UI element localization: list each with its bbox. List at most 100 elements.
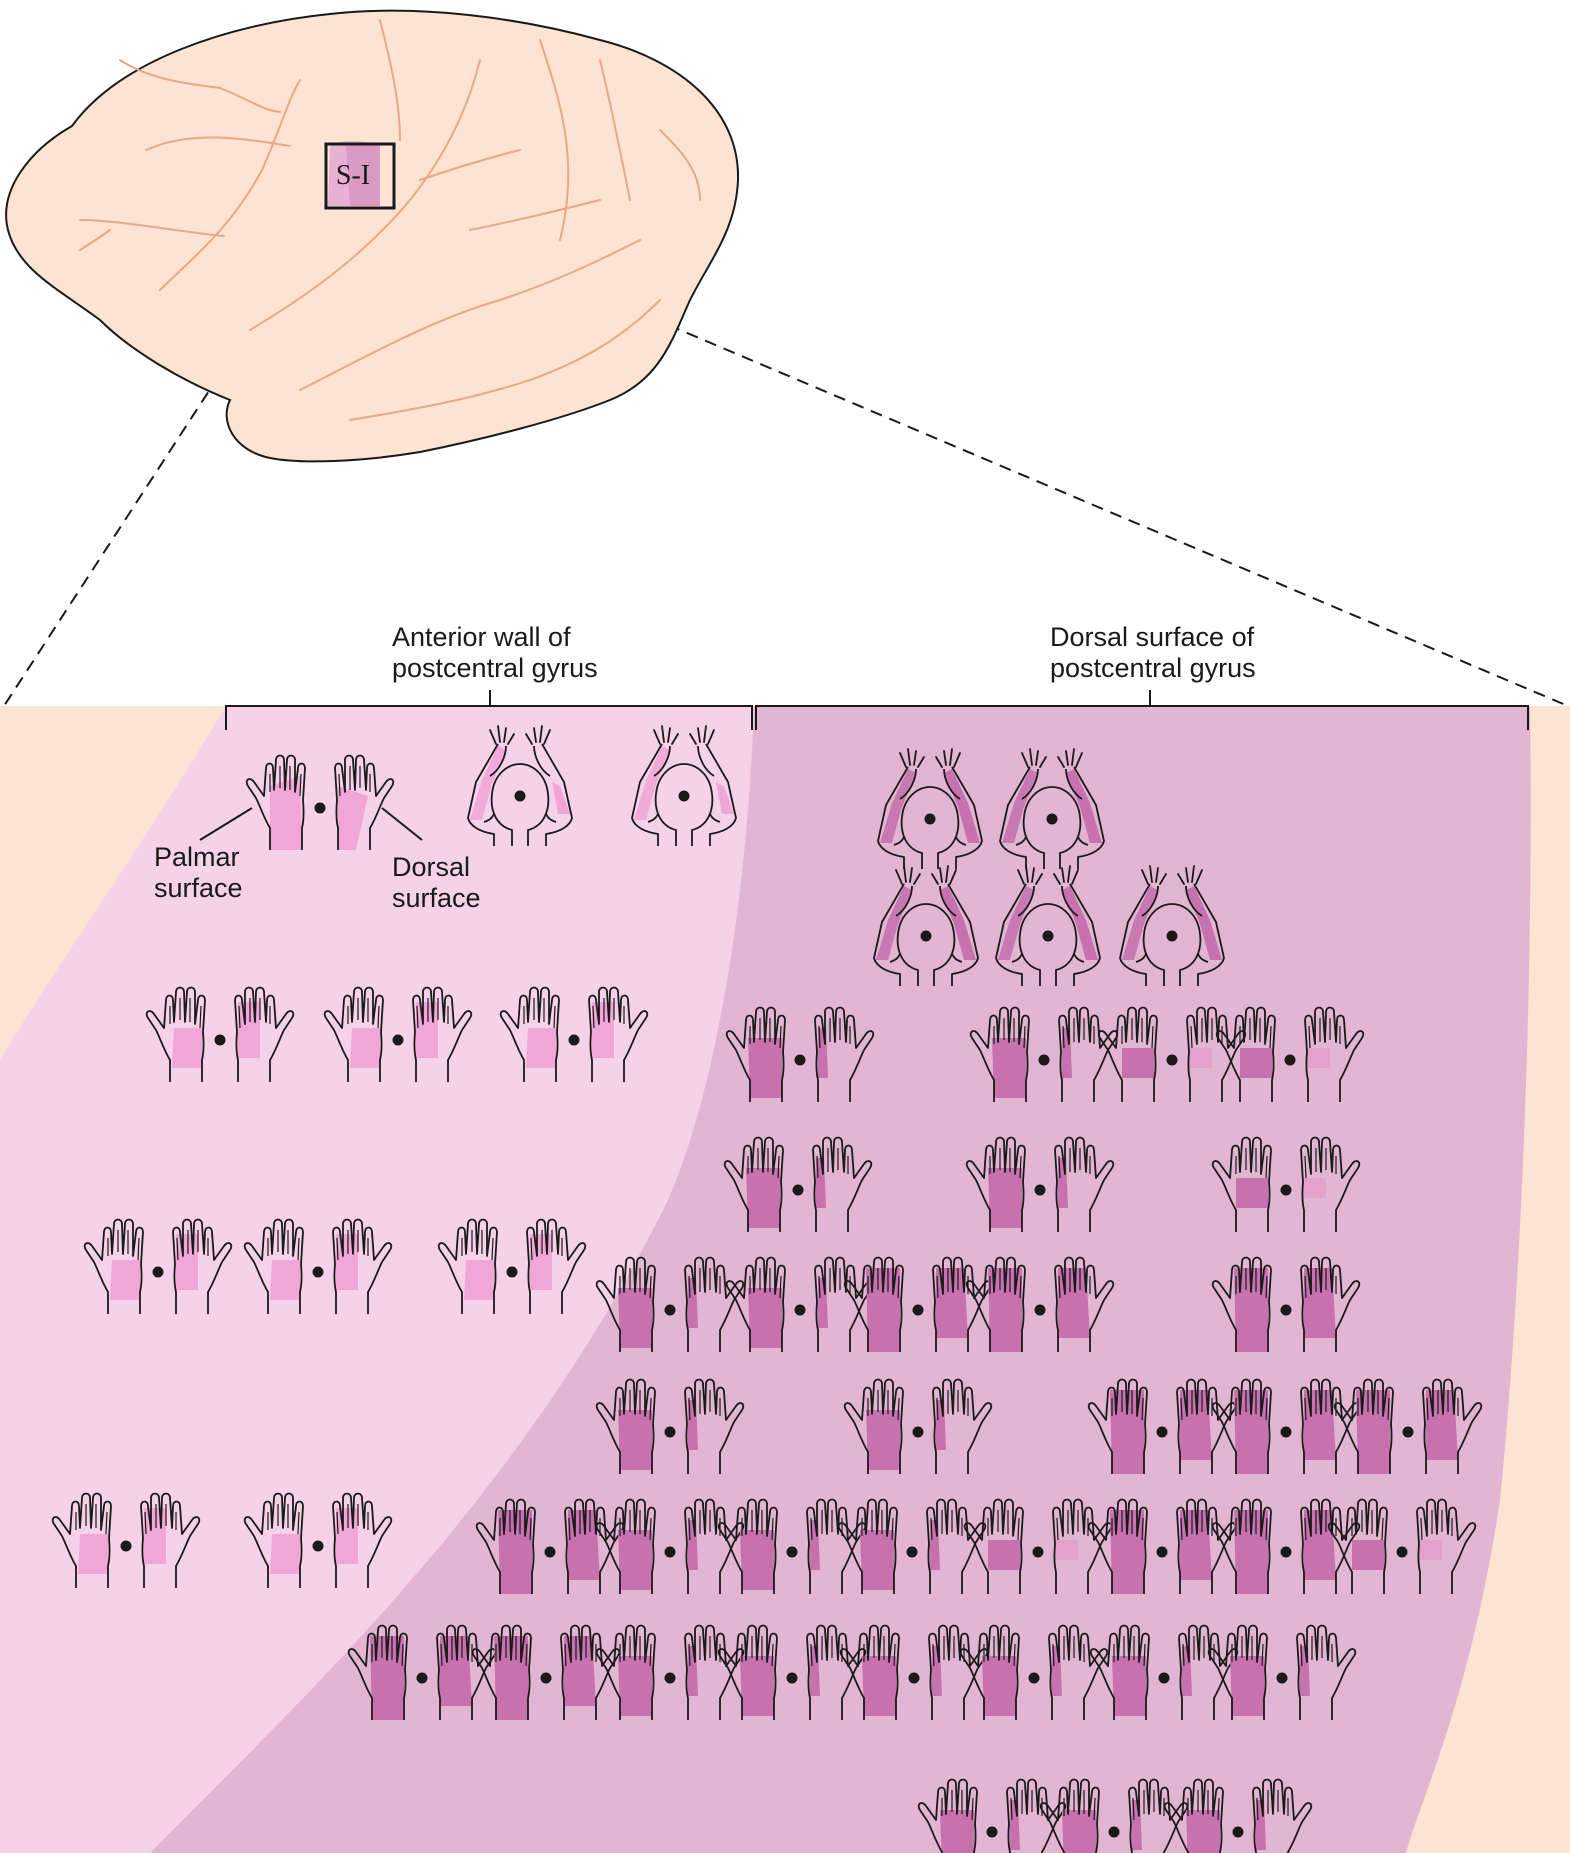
- recording-site-dot: [544, 1546, 556, 1558]
- dorsal-leader: [381, 807, 423, 841]
- arms-raised-figure: [995, 865, 1101, 986]
- palmar-leader: [199, 807, 253, 841]
- dorsal-bracket: [755, 690, 1529, 730]
- recording-site-dot: [1034, 1184, 1046, 1196]
- recording-site-dot: [664, 1546, 676, 1558]
- receptive-field-drawings: [51, 725, 1483, 1853]
- recording-site-dot: [1156, 1546, 1168, 1558]
- hand-pair: [595, 1624, 745, 1720]
- recording-site-dot: [908, 1672, 920, 1684]
- si-highlight-inner: [346, 144, 380, 206]
- brain-sulci: [79, 19, 701, 421]
- hand-pair: [1211, 1378, 1361, 1474]
- hand-pair: [1207, 1624, 1357, 1720]
- brain-illustration: [5, 9, 740, 463]
- recording-site-dot: [1034, 1304, 1046, 1316]
- hand-pair: [963, 1498, 1113, 1594]
- recording-site-dot: [1402, 1426, 1414, 1438]
- hand-pair: [243, 1492, 393, 1588]
- recording-site-dot: [1396, 1546, 1408, 1558]
- hand-pair: [959, 1624, 1109, 1720]
- recording-site-dot: [786, 1546, 798, 1558]
- recording-site-dot: [1156, 1426, 1168, 1438]
- recording-site-dot: [920, 930, 932, 942]
- hand-pair: [475, 1498, 625, 1594]
- dorsal-surface-label: Dorsal surface of postcentral gyrus: [1050, 622, 1256, 683]
- recording-site-dot: [1166, 1054, 1178, 1066]
- hand-pair: [323, 986, 473, 1082]
- recording-site-dot: [906, 1546, 918, 1558]
- hand-pair: [595, 1256, 745, 1352]
- recording-site-dot: [1032, 1546, 1044, 1558]
- recording-site-dot: [314, 802, 326, 814]
- recording-site-dot: [794, 1304, 806, 1316]
- hand-pair: [499, 986, 649, 1082]
- recording-site-dot: [986, 1826, 998, 1838]
- recording-site-dot: [1046, 813, 1058, 825]
- dorsal-surface-callout: Dorsal surface: [392, 852, 481, 913]
- recording-site-dot: [540, 1672, 552, 1684]
- recording-site-dot: [664, 1304, 676, 1316]
- recording-site-dot: [312, 1266, 324, 1278]
- recording-site-dot: [392, 1034, 404, 1046]
- recording-site-dot: [568, 1034, 580, 1046]
- hand-pair: [595, 1498, 745, 1594]
- recording-site-dot: [514, 790, 526, 802]
- hand-pair: [1211, 1256, 1361, 1352]
- hand-pair: [839, 1624, 989, 1720]
- recording-site-dot: [1028, 1672, 1040, 1684]
- hand-pair: [723, 1136, 873, 1232]
- recording-site-dot: [1280, 1184, 1292, 1196]
- hand-pair: [965, 1256, 1115, 1352]
- anterior-bracket: [225, 690, 753, 730]
- hand-pair: [917, 1778, 1067, 1853]
- hand-pair: [1327, 1498, 1477, 1594]
- si-area-label: S-I: [335, 160, 371, 191]
- hand-pair: [1087, 1378, 1237, 1474]
- arms-raised-figure: [1119, 865, 1225, 986]
- recording-site-dot: [1158, 1672, 1170, 1684]
- recording-site-dot: [664, 1672, 676, 1684]
- brain-outline: [5, 9, 740, 463]
- hand-pair: [83, 1218, 233, 1314]
- recording-site-dot: [1276, 1672, 1288, 1684]
- hand-pair: [1163, 1778, 1313, 1853]
- hand-pair: [1039, 1778, 1189, 1853]
- hand-pair: [843, 1378, 993, 1474]
- hand-pair: [1087, 1498, 1237, 1594]
- hand-pair: [725, 1006, 875, 1102]
- arms-raised-figure: [999, 748, 1105, 869]
- recording-site-dot: [312, 1540, 324, 1552]
- hand-pair: [1333, 1378, 1483, 1474]
- recording-site-dot: [794, 1054, 806, 1066]
- recording-site-dot: [506, 1266, 518, 1278]
- arms-raised-figure: [873, 865, 979, 986]
- recording-site-dot: [1280, 1426, 1292, 1438]
- arms-raised-figure: [467, 725, 573, 846]
- anterior-wall-region: [0, 706, 754, 1853]
- recording-site-dot: [912, 1304, 924, 1316]
- si-box: [324, 142, 396, 210]
- recording-site-dot: [792, 1184, 804, 1196]
- recording-site-dot: [1108, 1826, 1120, 1838]
- hand-pair: [347, 1624, 497, 1720]
- recording-site-dot: [786, 1672, 798, 1684]
- recording-site-dot: [924, 813, 936, 825]
- recording-site-dot: [664, 1426, 676, 1438]
- palmar-surface-callout: Palmar surface: [154, 842, 243, 903]
- hand-pair: [145, 986, 295, 1082]
- recording-site-dot: [214, 1034, 226, 1046]
- arms-raised-figure: [877, 748, 983, 869]
- recording-site-dot: [1232, 1826, 1244, 1838]
- recording-site-dot: [152, 1266, 164, 1278]
- recording-site-dot: [1038, 1054, 1050, 1066]
- recording-site-dot: [1042, 930, 1054, 942]
- hand-pair: [717, 1624, 867, 1720]
- hand-pair: [1211, 1498, 1361, 1594]
- hand-pair: [837, 1498, 987, 1594]
- hand-pair: [1211, 1136, 1361, 1232]
- recording-site-dot: [1280, 1546, 1292, 1558]
- arms-raised-figure: [631, 725, 737, 846]
